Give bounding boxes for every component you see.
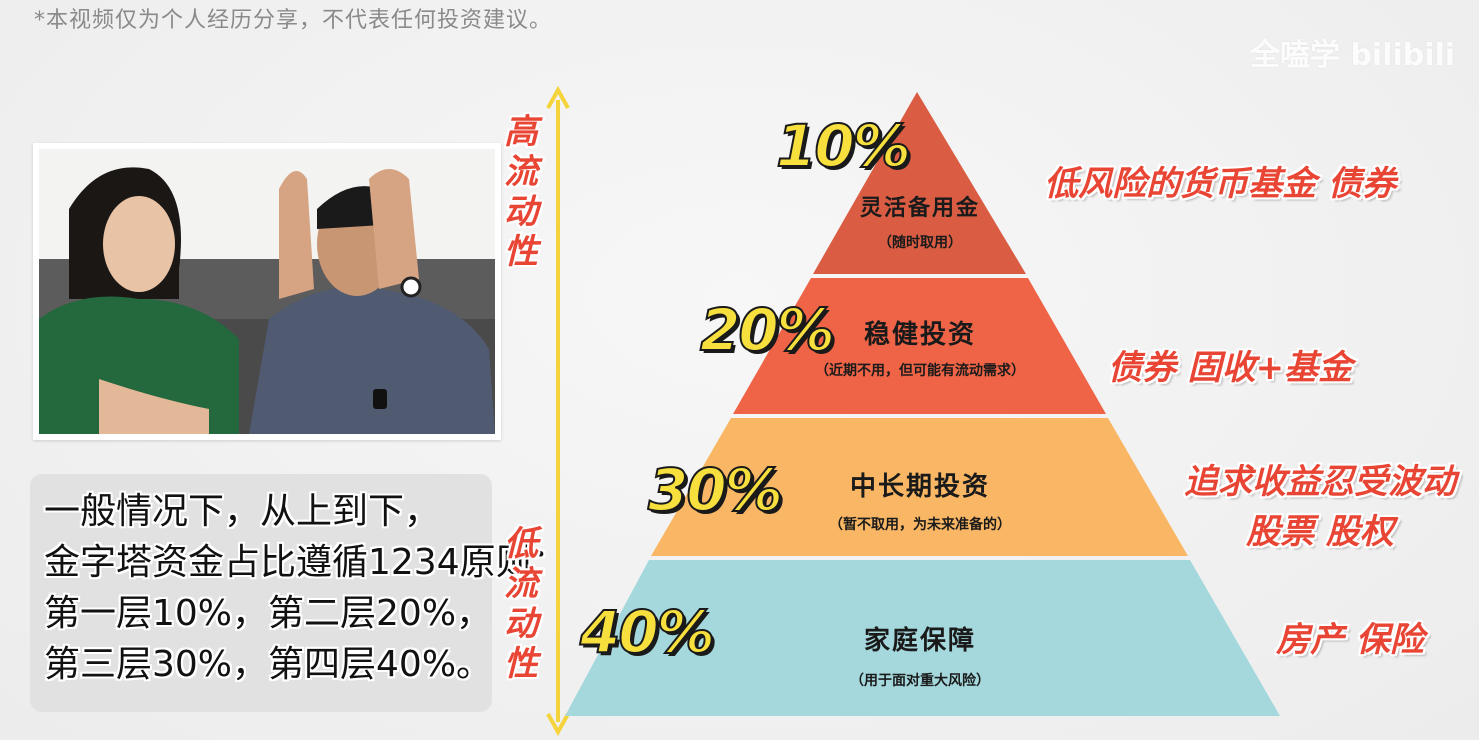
tier-2-percent: 20% xyxy=(699,295,836,365)
caption-line: 第一层10%，第二层20%， xyxy=(44,593,493,634)
caption-line: 金字塔资金占比遵循1234原则： xyxy=(44,542,568,583)
high-liquidity-label: 高流动性 xyxy=(504,112,538,272)
tier-1-percent: 10% xyxy=(775,111,912,181)
tier-3-products-line2: 股票 股权 xyxy=(1246,512,1394,552)
speakers-photo xyxy=(33,143,501,440)
tier-3-subtitle: （暂不取用，为未来准备的） xyxy=(829,517,1011,533)
disclaimer-text: *本视频仅为个人经历分享，不代表任何投资建议。 xyxy=(34,8,553,33)
pyramid-tier-2 xyxy=(733,278,1106,414)
tier-4-subtitle: （用于面对重大风险） xyxy=(850,673,990,689)
tier-3-title: 中长期投资 xyxy=(849,472,990,502)
pyramid-tier-1 xyxy=(813,92,1026,274)
tier-4-products: 房产 保险 xyxy=(1276,620,1424,660)
allocation-pyramid xyxy=(565,92,1280,716)
tier-2-products: 债券 固收+基金 xyxy=(1107,348,1353,388)
caption-line: 一般情况下，从上到下， xyxy=(44,491,441,532)
liquidity-arrow-icon xyxy=(546,86,570,736)
low-liquidity-label: 低流动性 xyxy=(504,524,538,684)
tier-3-products-line1: 追求收益忍受波动 xyxy=(1184,462,1456,502)
caption-line: 第三层30%，第四层40%。 xyxy=(44,644,493,685)
tier-4-percent: 40% xyxy=(579,597,716,667)
caption-box: 一般情况下，从上到下， 金字塔资金占比遵循1234原则： 第一层10%，第二层2… xyxy=(30,474,568,712)
pyramid-tier-4 xyxy=(565,560,1280,716)
tier-1-subtitle: （随时取用） xyxy=(878,235,962,251)
tier-2-title: 稳健投资 xyxy=(863,320,976,350)
tier-1-products: 低风险的货币基金 债券 xyxy=(1044,164,1396,204)
pyramid-tier-3 xyxy=(651,418,1188,556)
tier-1-title: 灵活备用金 xyxy=(859,196,980,221)
tier-3-percent: 30% xyxy=(647,455,784,525)
tier-2-subtitle: （近期不用，但可能有流动需求） xyxy=(815,363,1025,379)
bilibili-watermark: 全嗑学 bilibili xyxy=(1250,38,1456,73)
tier-4-title: 家庭保障 xyxy=(863,626,976,656)
